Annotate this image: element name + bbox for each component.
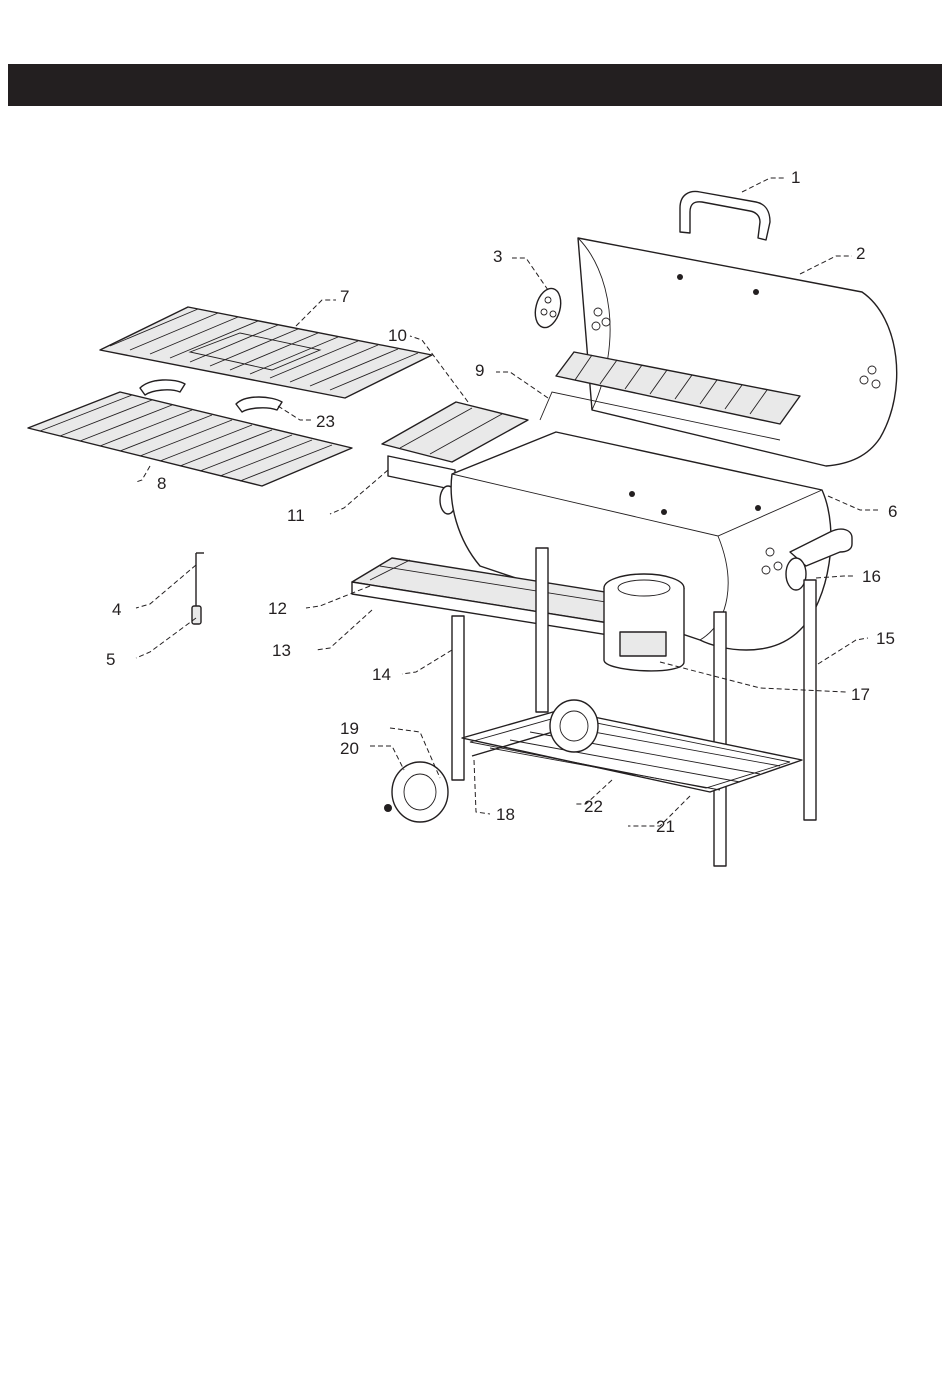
callout-3: 3 <box>493 247 502 266</box>
part-4-5-tool <box>192 553 204 624</box>
part-11-shelf-bracket <box>388 456 456 514</box>
part-8-cooking-grate <box>28 392 352 486</box>
callout-23: 23 <box>316 412 335 431</box>
callout-19: 19 <box>340 719 359 738</box>
callout-8: 8 <box>157 474 166 493</box>
callout-18: 18 <box>496 805 515 824</box>
callout-4: 4 <box>112 600 121 619</box>
callout-2: 2 <box>856 244 865 263</box>
callout-6: 6 <box>888 502 897 521</box>
callout-5: 5 <box>106 650 115 669</box>
callout-9: 9 <box>475 361 484 380</box>
callout-16: 16 <box>862 567 881 586</box>
part-3-damper <box>531 286 565 331</box>
callout-13: 13 <box>272 641 291 660</box>
callout-15: 15 <box>876 629 895 648</box>
callout-10: 10 <box>388 326 407 345</box>
callout-21: 21 <box>656 817 675 836</box>
callout-1: 1 <box>791 168 800 187</box>
callout-7: 7 <box>340 287 349 306</box>
callout-11: 11 <box>287 506 305 525</box>
callout-17: 17 <box>851 685 870 704</box>
part-2-lid <box>578 238 897 466</box>
callout-12: 12 <box>268 599 287 618</box>
callout-20: 20 <box>340 739 359 758</box>
callout-22: 22 <box>584 797 603 816</box>
part-17-charcoal-pan <box>604 574 684 671</box>
part-19-wheel-bolt <box>384 804 392 812</box>
callout-14: 14 <box>372 665 391 684</box>
part-1-lid-handle <box>680 192 770 240</box>
